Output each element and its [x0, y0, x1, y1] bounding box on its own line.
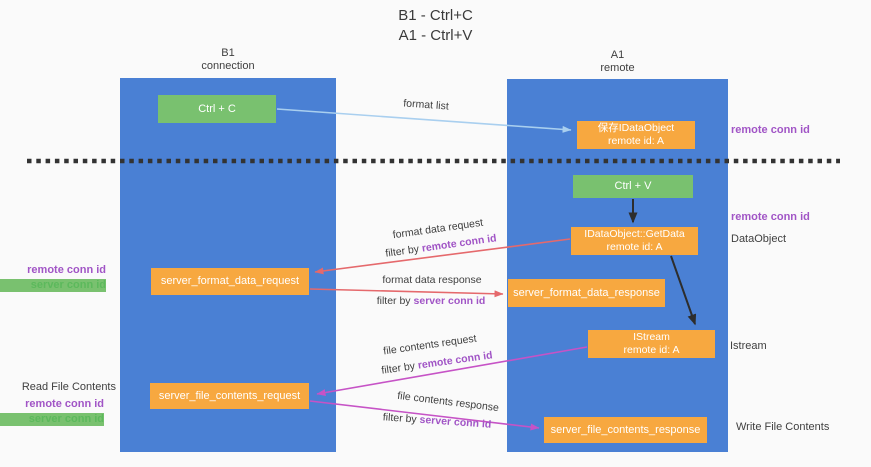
- idataobject-getdata-node: IDataObject::GetData remote id: A: [571, 227, 698, 255]
- annotation-server-conn-id-left1: server conn id: [0, 279, 106, 292]
- format-data-response-label: format data response: [382, 274, 482, 286]
- server-format-data-request-node: server_format_data_request: [151, 268, 309, 295]
- remote-conn-id-key: remote conn id: [417, 349, 494, 372]
- ctrl-v-label: Ctrl + V: [614, 180, 652, 192]
- istream-line2: remote id: A: [623, 344, 680, 356]
- idataobject-getdata-line1: IDataObject::GetData: [584, 228, 685, 240]
- lane-header-b1: B1 connection: [120, 47, 336, 73]
- server-conn-id-key: server conn id: [419, 413, 492, 431]
- server-conn-id-key: server conn id: [413, 295, 486, 307]
- ctrl-c-node: Ctrl + C: [158, 95, 276, 123]
- annotation-remote-conn-id-left1: remote conn id: [27, 264, 106, 276]
- diagram-title-line1: B1 - Ctrl+C: [398, 7, 473, 24]
- istream-line1: IStream: [633, 331, 670, 343]
- annotation-remote-conn-id-left2: remote conn id: [25, 398, 104, 410]
- filter-by-text: filter by: [384, 243, 420, 260]
- ctrl-c-label: Ctrl + C: [198, 102, 236, 115]
- annotation-write-file-contents: Write File Contents: [736, 421, 830, 433]
- lane-a1-name: A1: [610, 49, 625, 61]
- format-list-label: format list: [402, 97, 450, 113]
- server-format-data-response-node: server_format_data_response: [508, 279, 665, 307]
- server-format-data-request-label: server_format_data_request: [160, 275, 300, 287]
- annotation-server-conn-id-left2: server conn id: [0, 413, 104, 426]
- save-idataobject-line1: 保存IDataObject: [597, 122, 675, 134]
- diagram-title-line2: A1 - Ctrl+V: [398, 27, 473, 44]
- server-file-contents-response-label: server_file_contents_response: [550, 423, 701, 436]
- lane-header-a1: A1 remote: [507, 49, 728, 75]
- server-file-contents-request-node: server_file_contents_request: [150, 383, 309, 409]
- idataobject-getdata-line2: remote id: A: [606, 241, 663, 253]
- lane-b1-name: B1: [221, 47, 235, 59]
- annotation-read-file-contents: Read File Contents: [21, 381, 116, 393]
- lane-a1-subtitle: remote: [600, 62, 635, 74]
- filter-by-text: filter by: [380, 360, 416, 377]
- annotation-remote-conn-id-top: remote conn id: [731, 124, 810, 136]
- server-file-contents-response-node: server_file_contents_response: [544, 417, 707, 443]
- istream-node: IStream remote id: A: [588, 330, 715, 358]
- filter-by-text: filter by: [382, 411, 418, 426]
- filter-by-text: filter by: [376, 295, 411, 307]
- save-idataobject-line2: remote id: A: [607, 135, 665, 147]
- annotation-remote-conn-id-mid: remote conn id: [731, 211, 810, 223]
- server-format-data-response-label: server_format_data_response: [513, 286, 660, 299]
- save-idataobject-node: 保存IDataObject remote id: A: [577, 121, 695, 149]
- annotation-istream: Istream: [730, 340, 767, 352]
- lane-b1-subtitle: connection: [201, 60, 255, 72]
- annotation-dataobject: DataObject: [731, 233, 787, 245]
- server-file-contents-request-label: server_file_contents_request: [158, 389, 301, 402]
- ctrl-v-node: Ctrl + V: [573, 175, 693, 198]
- diagram-title: B1 - Ctrl+C A1 - Ctrl+V: [0, 6, 871, 46]
- format-data-response-arrow: [309, 288, 504, 298]
